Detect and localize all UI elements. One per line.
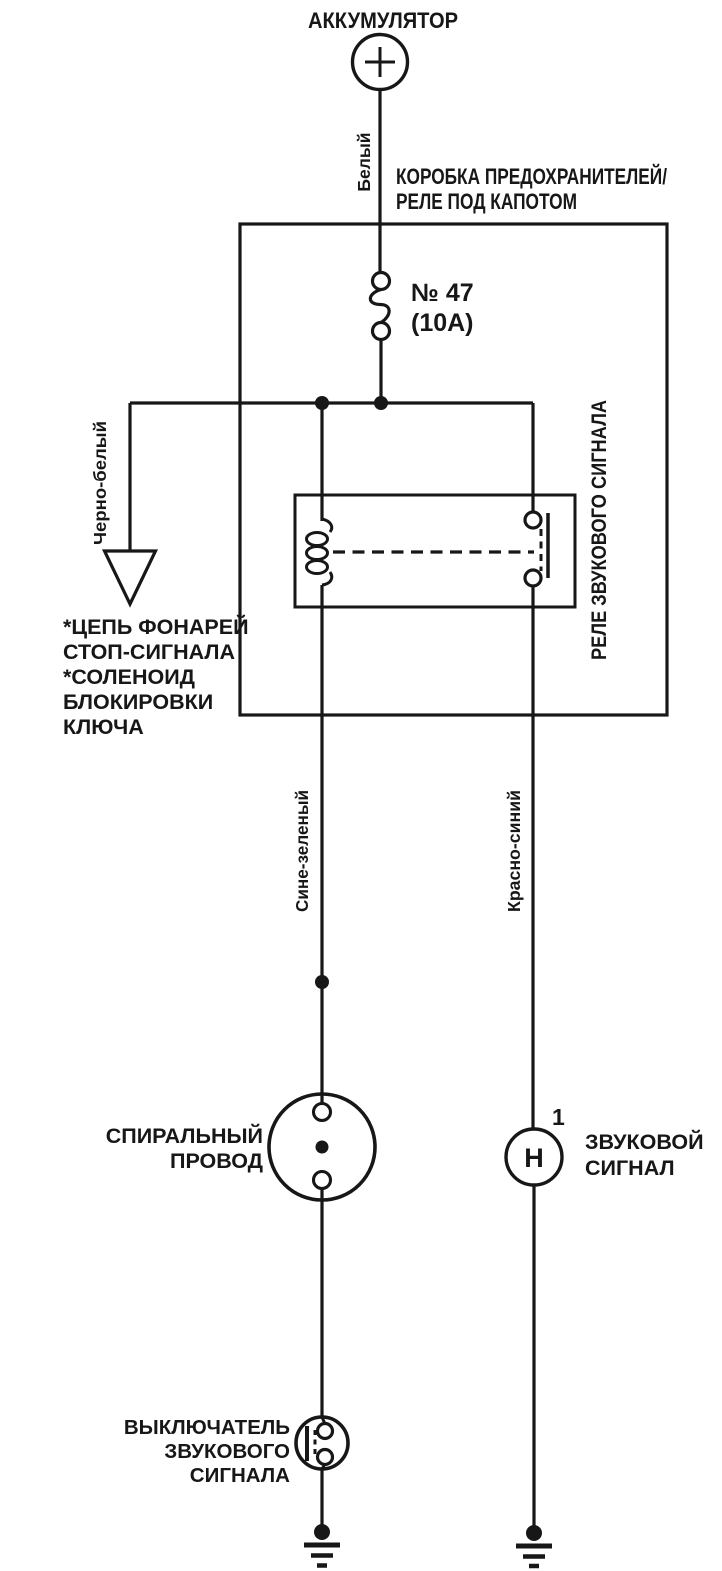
spiral-terminal-top	[311, 1101, 333, 1123]
branch-text-line1: *ЦЕПЬ ФОНАРЕЙ	[63, 614, 249, 639]
spiral-wire: СПИРАЛЬНЫЙ ПРОВОД	[106, 585, 377, 1202]
relay-coil-loop-1	[305, 531, 329, 547]
relay-coil-loop-2	[305, 545, 329, 561]
fusebox-label-line2: РЕЛЕ ПОД КАПОТОМ	[396, 189, 577, 214]
fuse-terminal-bottom	[370, 320, 392, 342]
horn-label-line1: ЗВУКОВОЙ	[585, 1129, 704, 1154]
fuse-47: № 47 (10А)	[368, 270, 474, 403]
relay-label: РЕЛЕ ЗВУКОВОГО СИГНАЛА	[587, 400, 611, 660]
fuse-rating: (10А)	[411, 309, 474, 337]
ground-right	[516, 1525, 552, 1569]
junction-bus	[130, 396, 533, 410]
switch-label-line1: ВЫКЛЮЧАТЕЛЬ	[124, 1416, 290, 1439]
fuse-element-icon	[368, 287, 391, 324]
branch-text-line2: СТОП-СИГНАЛА	[63, 640, 235, 664]
battery-plus-icon	[365, 47, 395, 77]
junction-dot-mid	[315, 975, 329, 989]
relay-coil-loop-3	[305, 559, 329, 575]
battery-label: АККУМУЛЯТОР	[308, 8, 458, 33]
relay-outline	[293, 493, 577, 609]
spiral-terminal-bottom	[311, 1169, 333, 1191]
wire-blue-green-label: Сине-зеленый	[292, 790, 312, 912]
switch-label-line3: СИГНАЛА	[190, 1464, 290, 1487]
switch-contact-top	[315, 1421, 335, 1441]
branch-text-line3: *СОЛЕНОИД	[63, 665, 195, 689]
horn-letter: Н	[524, 1143, 544, 1173]
fuse-terminal-top	[370, 270, 392, 292]
horn-switch: ВЫКЛЮЧАТЕЛЬ ЗВУКОВОГО СИГНАЛА	[124, 1188, 350, 1530]
horn-pin-number: 1	[552, 1104, 565, 1130]
ground-left	[304, 1524, 340, 1568]
wire-red-blue-label: Красно-синий	[504, 790, 524, 912]
junction-dot-fuse	[374, 396, 388, 410]
spiral-center-dot	[315, 1140, 329, 1154]
fuse-number: № 47	[411, 279, 474, 307]
wire-black-white-label: Черно-белый	[90, 421, 110, 545]
horn-relay: РЕЛЕ ЗВУКОВОГО СИГНАЛА	[293, 400, 611, 1129]
horn: Н 1 ЗВУКОВОЙ СИГНАЛ	[504, 1104, 704, 1531]
fusebox-outline	[238, 222, 669, 717]
fusebox: КОРОБКА ПРЕДОХРАНИТЕЛЕЙ/ РЕЛЕ ПОД КАПОТО…	[238, 164, 669, 717]
switch-label-line2: ЗВУКОВОГО	[164, 1440, 290, 1463]
ground-right-dot	[526, 1525, 542, 1541]
battery: АККУМУЛЯТОР	[308, 8, 458, 92]
wire-white-label: Белый	[354, 132, 374, 191]
relay-contact-top	[523, 510, 543, 530]
ground-left-dot	[314, 1524, 330, 1540]
branch-black-white: Черно-белый *ЦЕПЬ ФОНАРЕЙ СТОП-СИГНАЛА *…	[63, 403, 249, 739]
arrow-down-icon	[101, 549, 159, 608]
wire-white: Белый	[354, 89, 382, 273]
fusebox-label-line1: КОРОБКА ПРЕДОХРАНИТЕЛЕЙ/	[396, 164, 667, 189]
relay-contact-bottom	[523, 568, 543, 588]
horn-label-line2: СИГНАЛ	[585, 1156, 675, 1180]
relay-coil-bends	[321, 517, 334, 587]
branch-text-line4: БЛОКИРОВКИ	[63, 690, 213, 714]
branch-text-line5: КЛЮЧА	[63, 715, 144, 739]
switch-contact-bottom	[315, 1447, 335, 1467]
spiral-label-line1: СПИРАЛЬНЫЙ	[106, 1123, 263, 1148]
spiral-label-line2: ПРОВОД	[170, 1149, 263, 1173]
